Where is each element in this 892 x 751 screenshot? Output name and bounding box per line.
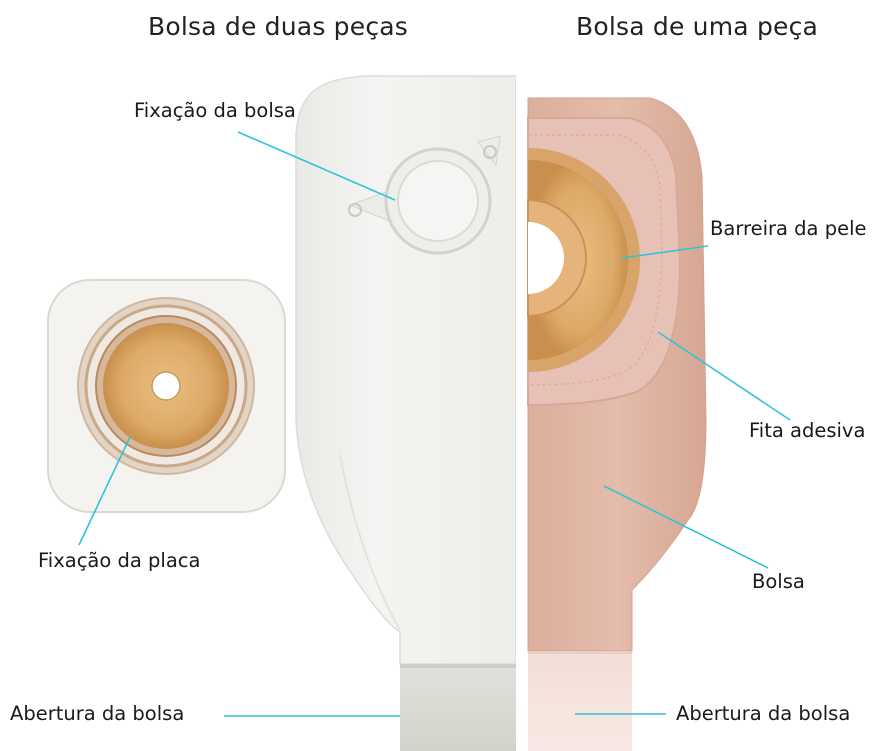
leader-pouch-fixation bbox=[237, 131, 396, 201]
two-piece-pouch bbox=[295, 75, 517, 751]
label-opening-right: Abertura da bolsa bbox=[676, 702, 851, 725]
label-adhesive-tape: Fita adesiva bbox=[749, 419, 866, 442]
two-piece-outlet bbox=[400, 664, 516, 751]
one-piece-pouch bbox=[527, 97, 707, 751]
label-plate-fixation: Fixação da placa bbox=[38, 549, 201, 572]
leader-adhesive-tape bbox=[657, 331, 791, 421]
one-piece-outlet bbox=[528, 651, 632, 751]
one-piece-heading: Bolsa de uma peça bbox=[576, 12, 819, 41]
two-piece-heading: Bolsa de duas peças bbox=[148, 12, 409, 41]
flange-plate bbox=[47, 279, 286, 513]
leader-skin-barrier bbox=[621, 245, 709, 259]
label-opening-left: Abertura da bolsa bbox=[10, 702, 185, 725]
pouch-flange bbox=[348, 135, 501, 255]
skin-barrier bbox=[527, 148, 640, 372]
leader-lines bbox=[78, 131, 791, 717]
leader-plate-fixation bbox=[78, 436, 131, 546]
center-divider bbox=[516, 76, 528, 751]
leader-pouch bbox=[603, 485, 769, 569]
label-pouch-fixation: Fixação da bolsa bbox=[134, 99, 296, 122]
label-pouch: Bolsa bbox=[752, 570, 805, 593]
label-skin-barrier: Barreira da pele bbox=[710, 217, 867, 240]
